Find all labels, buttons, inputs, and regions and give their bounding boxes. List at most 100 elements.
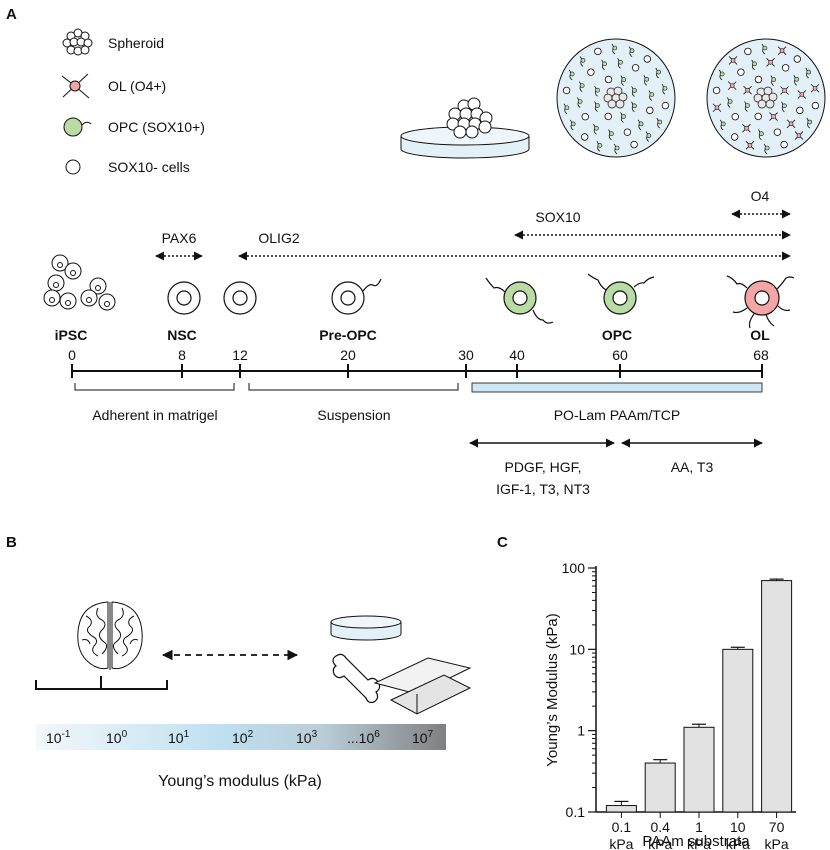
stiffness-gradient-bar bbox=[36, 724, 446, 750]
x-tick-label-unit: kPa bbox=[765, 836, 789, 850]
sox10-negative-cell bbox=[712, 86, 721, 95]
factors-early-line1: PDGF, HGF, bbox=[504, 459, 581, 475]
opc-cell bbox=[596, 141, 603, 152]
stiffness-scale-label: 101 bbox=[168, 729, 190, 746]
day-40: 40 bbox=[509, 347, 525, 363]
y-tick-label: 10 bbox=[569, 641, 585, 657]
panel-b-axis-label: Young’s modulus (kPa) bbox=[158, 773, 322, 790]
bar bbox=[722, 648, 754, 813]
ol-cell bbox=[745, 141, 755, 150]
sox10-negative-cell bbox=[581, 133, 589, 141]
y-tick-label: 1 bbox=[577, 723, 585, 739]
sox10-negative-cell bbox=[623, 128, 632, 136]
marker-o4: O4 bbox=[751, 188, 770, 204]
opc-cell bbox=[655, 67, 662, 79]
sox10-negative-cell bbox=[754, 112, 762, 121]
ol-cell-icon bbox=[61, 73, 90, 99]
bar-chart: 1001010.10.1kPa0.4kPa1kPa10kPa70kPaPAAm … bbox=[544, 560, 796, 850]
sox10-negative-cell bbox=[780, 140, 788, 149]
suspension-bracket bbox=[248, 383, 459, 391]
opc-cell bbox=[563, 103, 570, 115]
spheroid-icon bbox=[62, 28, 93, 56]
x-tick-label-unit: kPa bbox=[609, 836, 633, 850]
glass-slides-icon bbox=[373, 657, 472, 715]
ol-cell bbox=[743, 85, 752, 95]
opc-cell bbox=[661, 83, 668, 95]
sox10-negative-cell bbox=[744, 47, 752, 56]
ol-cell bbox=[780, 86, 789, 95]
phase-polam: PO-Lam PAAm/TCP bbox=[554, 407, 681, 423]
pre-opc-cell-icon bbox=[331, 278, 382, 315]
opc-cell bbox=[648, 90, 655, 101]
phase-adherent: Adherent in matrigel bbox=[92, 407, 217, 423]
opc-cell bbox=[719, 119, 726, 131]
sox10-negative-cell bbox=[731, 133, 739, 141]
legend-opc-label: OPC (SOX10+) bbox=[108, 119, 205, 135]
phase-suspension: Suspension bbox=[317, 407, 390, 423]
factors-early-line2: IGF-1, T3, NT3 bbox=[496, 481, 590, 497]
opc-cell-icon bbox=[63, 117, 92, 137]
stage-pre-opc: Pre-OPC bbox=[319, 327, 377, 343]
dish-spheroid bbox=[753, 86, 778, 109]
sox10-negative-cell bbox=[811, 101, 820, 110]
day-12: 12 bbox=[232, 347, 248, 363]
ol-cell bbox=[727, 81, 737, 90]
opc-cell bbox=[645, 131, 652, 142]
x-tick-label: 10 bbox=[730, 819, 746, 835]
sox10-negative-cell bbox=[604, 112, 612, 121]
sox10-negative-cell bbox=[773, 128, 782, 136]
opc-cell bbox=[770, 75, 777, 86]
ol-cell bbox=[794, 131, 804, 140]
day-68: 68 bbox=[753, 347, 769, 363]
nsc-cell-icon-2 bbox=[223, 281, 257, 315]
opc-cell bbox=[718, 69, 725, 81]
x-tick-label-unit: kPa bbox=[726, 836, 750, 850]
x-tick-label: 0.4 bbox=[650, 819, 670, 835]
x-tick-label: 0.1 bbox=[612, 819, 632, 835]
marker-pax6: PAX6 bbox=[162, 230, 197, 246]
day-20: 20 bbox=[340, 347, 356, 363]
y-tick-label: 0.1 bbox=[566, 804, 586, 820]
bar bbox=[605, 805, 637, 813]
ol-swatch bbox=[69, 80, 81, 92]
opc-cell bbox=[781, 101, 787, 113]
nsc-cell-icon bbox=[167, 281, 201, 315]
opc-cell bbox=[620, 112, 626, 123]
opc-cell bbox=[631, 86, 637, 97]
opc-cell bbox=[613, 143, 620, 155]
x-tick-label: 1 bbox=[695, 819, 703, 835]
y-tick-label: 100 bbox=[562, 560, 586, 576]
marker-olig2: OLIG2 bbox=[258, 230, 299, 246]
opc-cell bbox=[579, 56, 586, 67]
bar bbox=[761, 580, 793, 813]
ol-cell bbox=[769, 112, 778, 121]
panel-c-label: C bbox=[497, 534, 508, 551]
culture-dish-ol-topview bbox=[706, 38, 826, 158]
opc-cell bbox=[628, 46, 635, 57]
opc-cell bbox=[726, 97, 733, 108]
opc-cell bbox=[758, 129, 764, 141]
opc-cell bbox=[601, 59, 607, 71]
ol-cell bbox=[810, 83, 820, 93]
bar bbox=[683, 726, 715, 813]
ol-cell-icon-large bbox=[726, 275, 795, 329]
opc-cell bbox=[805, 67, 812, 79]
sox10-negative-cell bbox=[630, 140, 638, 149]
stage-ol: OL bbox=[750, 327, 770, 343]
sox10-negative-cell bbox=[594, 47, 602, 56]
ol-cell bbox=[742, 123, 751, 133]
opc-cell bbox=[763, 143, 770, 155]
culture-dish-opc-topview bbox=[556, 38, 676, 158]
ipsc-cells-icon bbox=[43, 254, 116, 311]
sox10-negative-cell bbox=[604, 75, 613, 84]
legend: Spheroid OL (O4+) OPC (SOX10+) SOX10- ce… bbox=[61, 28, 205, 175]
bone-icon bbox=[332, 653, 381, 704]
panel-a-label: A bbox=[6, 6, 17, 23]
sox10-negative-cell bbox=[793, 55, 801, 63]
stiffness-scale-label: ...106 bbox=[347, 729, 380, 746]
stage-opc: OPC bbox=[602, 327, 632, 343]
opc-cell bbox=[751, 59, 757, 71]
opc-cell bbox=[593, 123, 599, 135]
opc-cell bbox=[611, 43, 618, 55]
